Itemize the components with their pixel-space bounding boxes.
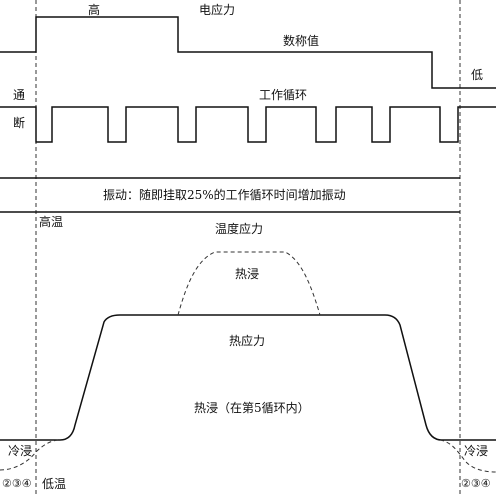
low-temp-label: 低温 (42, 477, 67, 491)
voltage-waveform (0, 16, 496, 89)
power-cycle-title: 工作循环 (259, 88, 308, 102)
cold-soak-dashed-curve-right (439, 439, 496, 473)
cold-soak-label-right: 冷浸 (464, 444, 489, 458)
vibration-label: 振动：随即挂取25%的工作循环时间增加振动 (103, 188, 346, 202)
temperature-profile-curve (0, 314, 496, 441)
hot-soak-dashed-curve (177, 251, 321, 316)
voltage-nominal-label: 数称值 (283, 34, 320, 48)
hot-soak-note-label: 热浸（在第5循环内） (194, 401, 310, 415)
power-off-label: 断 (13, 116, 26, 130)
power-on-label: 通 (13, 88, 26, 102)
voltage-stress-title: 电应力 (199, 3, 236, 17)
temperature-stress-title: 温度应力 (215, 222, 264, 236)
cold-soak-marks-left: ②③④ (2, 477, 32, 490)
power-cycle-waveform (0, 106, 496, 143)
voltage-low-label: 低 (471, 68, 484, 82)
cold-soak-marks-right: ②③④ (461, 477, 491, 490)
high-temp-label: 高温 (39, 215, 64, 229)
hot-soak-label: 热浸 (235, 267, 260, 281)
cold-soak-label-left: 冷浸 (8, 444, 33, 458)
voltage-high-label: 高 (88, 3, 101, 17)
thermal-stress-label: 热应力 (229, 334, 266, 348)
